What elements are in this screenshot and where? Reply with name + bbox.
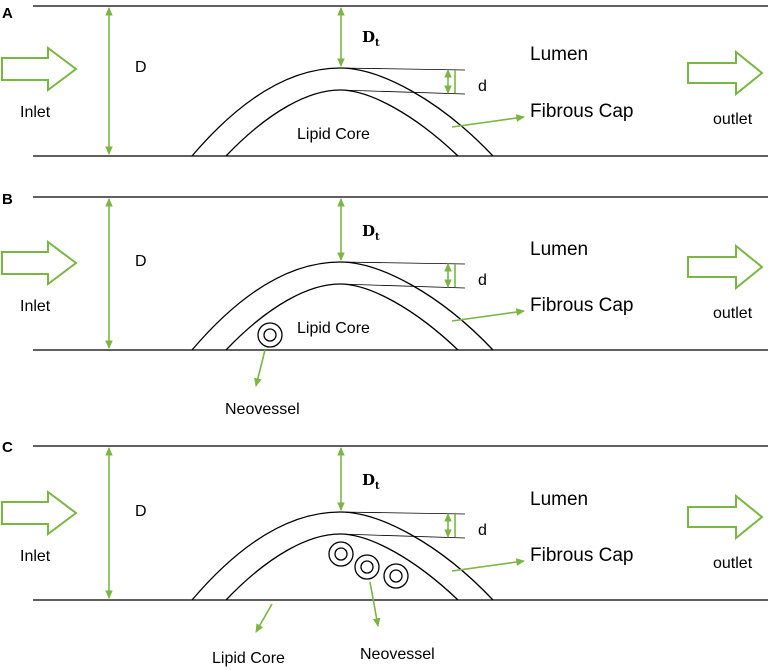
outlet-arrow-icon	[687, 493, 764, 541]
neovessel-label: Neovessel	[225, 401, 300, 418]
lipid-core-label: Lipid Core	[297, 320, 370, 337]
outlet-label: outlet	[713, 111, 753, 128]
fibrous-cap-inner	[225, 283, 459, 351]
fibrous-cap-label: Fibrous Cap	[530, 101, 634, 122]
panel-c-label: C	[2, 439, 13, 456]
inlet-arrow-icon	[1, 490, 78, 536]
diameter-label: D	[135, 59, 147, 76]
inlet-label: Inlet	[20, 104, 51, 121]
fibrous-cap-label: Fibrous Cap	[530, 545, 634, 566]
panel-a-label: A	[2, 5, 13, 22]
cap-thickness-label: d	[478, 78, 487, 95]
neovessel-pointer	[254, 349, 266, 387]
neovessel-pointer	[369, 581, 381, 627]
panel-b-label: B	[2, 191, 13, 208]
throat-diameter-label: Dt	[362, 28, 380, 49]
neovessel-icon	[328, 541, 354, 567]
cap-thickness-label: d	[478, 272, 487, 289]
outlet-arrow-icon	[687, 243, 764, 291]
panel-c: C D Dt d Lumen Inlet outlet Fibrous Cap	[1, 439, 768, 667]
neovessel-icon	[354, 554, 380, 580]
fibrous-cap-inner	[225, 533, 459, 601]
diameter-label: D	[135, 253, 147, 270]
lipid-core-label: Lipid Core	[212, 650, 285, 667]
fibrous-cap-pointer	[451, 114, 525, 128]
neovessel-label: Neovessel	[360, 646, 435, 663]
inlet-arrow-icon	[1, 240, 78, 286]
throat-diameter-label: Dt	[362, 471, 380, 492]
fibrous-cap-label: Fibrous Cap	[530, 295, 634, 316]
cap-thickness-label: d	[478, 522, 487, 539]
outlet-label: outlet	[713, 305, 753, 322]
lipid-core-pointer	[255, 603, 273, 633]
panel-b: B D Dt d Lumen Inlet outlet Fibrous Cap …	[1, 191, 768, 418]
diameter-label: D	[135, 503, 147, 520]
lumen-label: Lumen	[530, 239, 588, 260]
fibrous-cap-pointer	[451, 308, 525, 322]
lipid-core-label: Lipid Core	[297, 126, 370, 143]
throat-diameter-label: Dt	[362, 222, 380, 243]
fibrous-cap-pointer	[451, 558, 525, 572]
neovessel-icon	[383, 563, 409, 589]
inlet-arrow-icon	[1, 46, 78, 92]
outlet-label: outlet	[713, 555, 753, 572]
neovessel-icon	[257, 322, 283, 348]
inlet-label: Inlet	[20, 298, 51, 315]
fibrous-cap-inner	[225, 89, 459, 157]
inlet-label: Inlet	[20, 548, 51, 565]
outlet-arrow-icon	[687, 49, 764, 97]
lumen-label: Lumen	[530, 489, 588, 510]
lumen-label: Lumen	[530, 44, 588, 65]
panel-a: A D Dt d Lumen Inlet outlet Fibrous Cap …	[1, 5, 768, 157]
